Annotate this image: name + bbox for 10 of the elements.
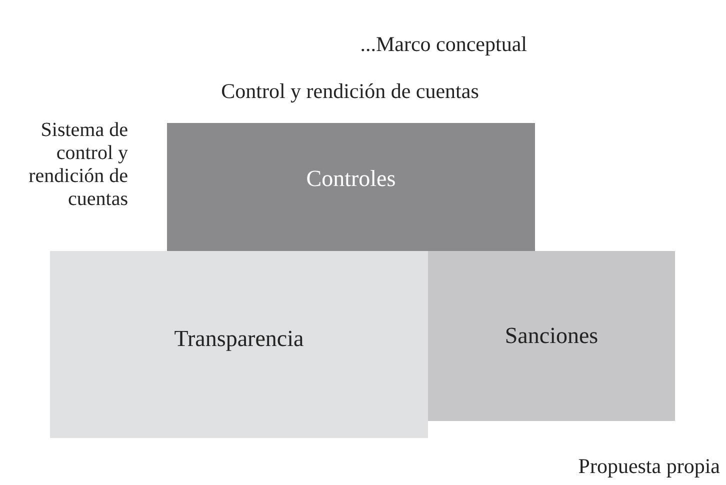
- block-label: Sanciones: [504, 323, 598, 349]
- running-header: ...Marco conceptual: [360, 32, 527, 57]
- side-label: Sistema de control y rendición de cuentas: [28, 119, 128, 211]
- block: [167, 123, 535, 251]
- block: [428, 251, 675, 421]
- block-label: Transparencia: [174, 326, 304, 352]
- block-label: Controles: [306, 166, 396, 192]
- title: Control y rendición de cuentas: [220, 79, 480, 104]
- source-note: Propuesta propia: [578, 454, 720, 479]
- block: [50, 251, 428, 438]
